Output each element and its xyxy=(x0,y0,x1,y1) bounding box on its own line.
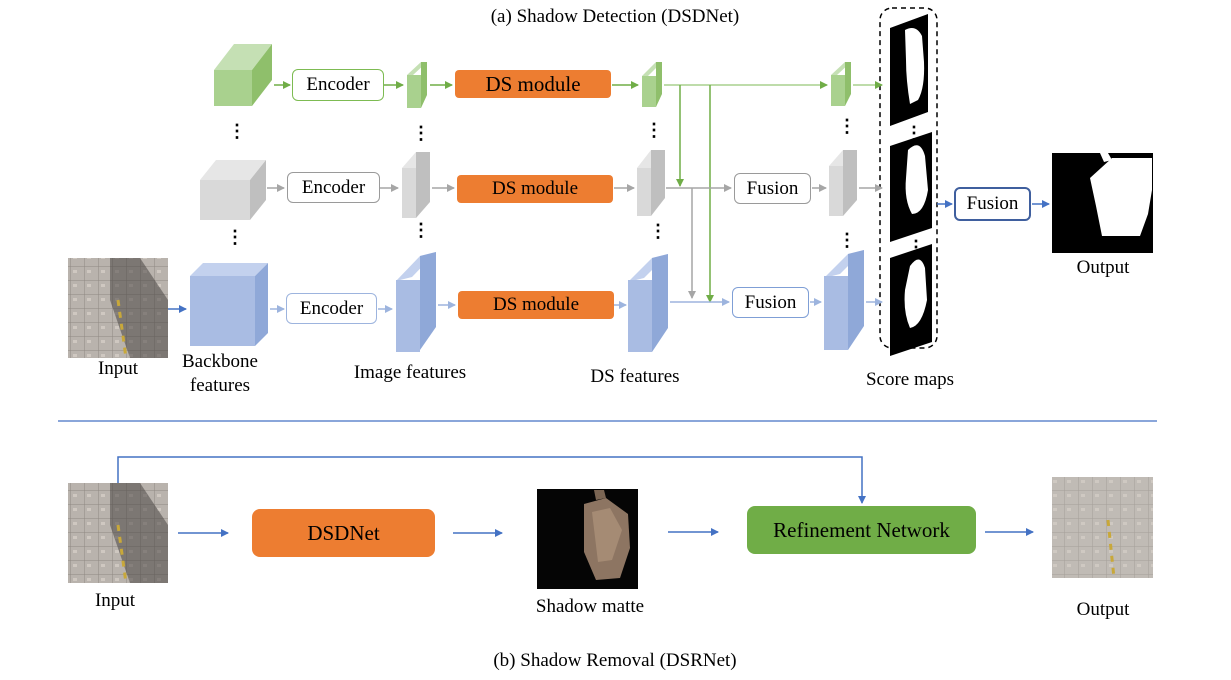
dsdnet-box: DSDNet xyxy=(252,509,435,557)
label-image-features: Image features xyxy=(353,362,467,383)
fused-feature-green xyxy=(831,62,851,106)
score-map-3 xyxy=(890,244,932,356)
ds-feature-blue xyxy=(628,254,668,352)
encoder-box-green: Encoder xyxy=(292,69,384,101)
encoder-box-gray: Encoder xyxy=(287,172,380,203)
fusion-box-blue: Fusion xyxy=(732,287,809,318)
ellipsis-dots: ⋮ xyxy=(412,220,430,240)
arrow-skip xyxy=(117,456,866,504)
label-backbone: Backbone features xyxy=(182,351,258,396)
refinement-network-box: Refinement Network xyxy=(747,506,976,554)
label-ds-features: DS features xyxy=(590,366,680,387)
ellipsis-dots: ⋮ xyxy=(228,121,246,141)
encoder-box-blue: Encoder xyxy=(286,293,377,324)
fused-feature-blue xyxy=(824,250,864,350)
ellipsis-dots: ⋮ xyxy=(645,120,663,140)
score-maps-panel xyxy=(879,7,938,349)
fusion-box-final: Fusion xyxy=(954,187,1031,221)
image-feature-blue xyxy=(396,252,436,352)
image-feature-gray xyxy=(402,152,430,218)
label-score-maps: Score maps xyxy=(865,369,955,390)
score-map-1 xyxy=(890,14,928,126)
ds-module-gray: DS module xyxy=(457,175,613,203)
ellipsis-dots: ⋮ xyxy=(838,230,856,250)
input-image-b xyxy=(68,483,168,584)
backbone-block-green xyxy=(214,44,272,106)
title-a: (a) Shadow Detection (DSDNet) xyxy=(490,6,740,27)
output-image-a xyxy=(1052,153,1153,253)
image-feature-green xyxy=(407,62,427,108)
fusion-box-gray: Fusion xyxy=(734,173,811,204)
ellipsis-dots: ⋮ xyxy=(907,237,925,257)
ds-feature-gray xyxy=(637,150,665,216)
ellipsis-dots: ⋮ xyxy=(226,227,244,247)
backbone-block-blue xyxy=(190,263,268,346)
backbone-block-gray xyxy=(200,160,266,220)
label-shadow-matte: Shadow matte xyxy=(535,596,645,617)
ds-module-blue: DS module xyxy=(458,291,614,319)
label-input-a: Input xyxy=(97,358,139,379)
output-image-b xyxy=(1052,477,1153,579)
label-input-b: Input xyxy=(94,590,136,611)
title-b: (b) Shadow Removal (DSRNet) xyxy=(493,650,737,671)
ellipsis-dots: ⋮ xyxy=(838,116,856,136)
ellipsis-dots: ⋮ xyxy=(412,123,430,143)
ds-feature-green xyxy=(642,62,662,107)
ds-module-green: DS module xyxy=(455,70,611,98)
fused-feature-gray xyxy=(829,150,857,216)
score-map-2 xyxy=(890,132,932,242)
shadow-matte-image xyxy=(537,489,638,589)
label-output-b: Output xyxy=(1076,599,1130,620)
label-output-a: Output xyxy=(1076,257,1130,278)
input-image-a xyxy=(68,258,168,359)
ellipsis-dots: ⋮ xyxy=(649,221,667,241)
ellipsis-dots: ⋮ xyxy=(905,123,923,143)
